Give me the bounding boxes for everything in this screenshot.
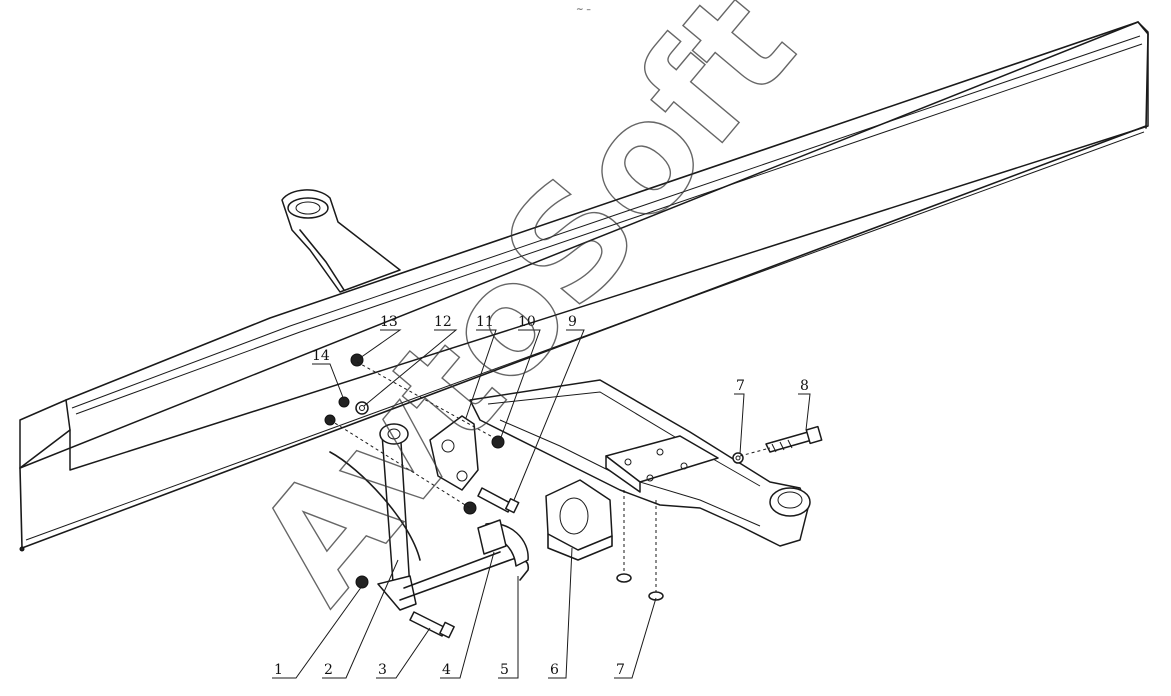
callout-7-top: 7 bbox=[736, 378, 745, 394]
stabilizer-bracket bbox=[429, 415, 479, 491]
axle-beam bbox=[469, 379, 811, 547]
fasteners bbox=[324, 353, 744, 601]
callout-2: 2 bbox=[324, 662, 333, 678]
callout-8: 8 bbox=[800, 378, 809, 394]
callouts: 1 2 3 4 5 6 7 7 8 9 10 11 12 13 14 bbox=[274, 314, 809, 678]
leader-lines bbox=[272, 329, 811, 679]
callout-13: 13 bbox=[380, 314, 398, 330]
callout-11: 11 bbox=[476, 314, 494, 330]
callout-12: 12 bbox=[434, 314, 452, 330]
callout-7-bottom: 7 bbox=[616, 662, 625, 678]
bolt-3 bbox=[409, 611, 455, 639]
frame-side-member bbox=[19, 21, 1149, 552]
top-mark: ~ – bbox=[576, 5, 591, 15]
crossmember bbox=[281, 189, 401, 293]
callout-6: 6 bbox=[550, 662, 559, 678]
callout-4: 4 bbox=[442, 662, 451, 678]
callout-3: 3 bbox=[378, 662, 387, 678]
callout-14: 14 bbox=[312, 348, 330, 364]
callout-1: 1 bbox=[274, 662, 283, 678]
watermark: AvtoSoft bbox=[224, 0, 827, 633]
bar-clamp bbox=[545, 479, 613, 561]
callout-5: 5 bbox=[500, 662, 509, 678]
rubber-bushing bbox=[477, 519, 507, 555]
bolt-9 bbox=[477, 487, 520, 514]
assembly-axes bbox=[329, 361, 771, 592]
callout-10: 10 bbox=[518, 314, 536, 330]
bolt-8 bbox=[765, 425, 823, 453]
callout-9: 9 bbox=[568, 314, 577, 330]
